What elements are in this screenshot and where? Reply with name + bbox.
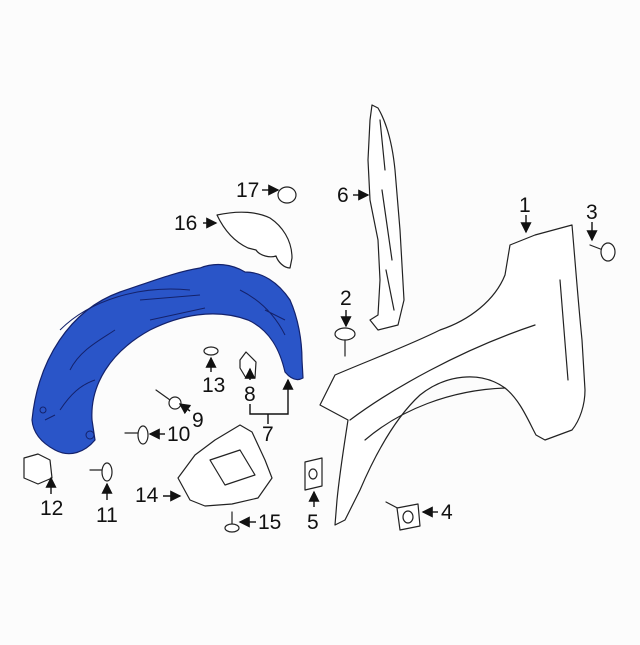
callout-13: 13 bbox=[202, 374, 226, 397]
retainer-part[interactable] bbox=[23, 453, 53, 485]
callout-8: 8 bbox=[244, 383, 256, 406]
pin-part[interactable] bbox=[124, 425, 149, 445]
leader-lines bbox=[45, 184, 598, 528]
retainer-clip-part[interactable] bbox=[277, 186, 297, 204]
clip-nut-part[interactable] bbox=[239, 351, 257, 379]
callout-2: 2 bbox=[340, 287, 352, 310]
splash-shield-bracket-part[interactable] bbox=[177, 424, 273, 507]
callout-16: 16 bbox=[174, 212, 198, 235]
push-pin-part[interactable] bbox=[224, 511, 240, 533]
callout-3: 3 bbox=[586, 201, 598, 224]
fender-bolt-rear-part[interactable] bbox=[589, 242, 616, 262]
bolt-part[interactable] bbox=[155, 389, 182, 410]
callout-12: 12 bbox=[40, 497, 64, 520]
insulator-part[interactable] bbox=[216, 211, 293, 269]
callout-1: 1 bbox=[519, 194, 531, 217]
pad-part[interactable] bbox=[304, 457, 323, 491]
fender-liner-part[interactable] bbox=[31, 263, 304, 455]
callout-5: 5 bbox=[307, 511, 319, 534]
callout-4: 4 bbox=[441, 501, 453, 524]
fender-bolt-part[interactable] bbox=[334, 327, 356, 357]
callout-11: 11 bbox=[96, 504, 118, 527]
callout-9: 9 bbox=[192, 409, 204, 432]
callout-7: 7 bbox=[262, 423, 274, 446]
callout-17: 17 bbox=[236, 179, 260, 202]
callout-6: 6 bbox=[337, 184, 349, 207]
pin-lower-part[interactable] bbox=[89, 462, 113, 482]
callout-15: 15 bbox=[258, 511, 282, 534]
callout-14: 14 bbox=[135, 484, 159, 507]
callout-10: 10 bbox=[167, 423, 191, 446]
fender-part[interactable] bbox=[319, 224, 586, 526]
lower-stud-part[interactable] bbox=[385, 501, 421, 531]
grommet-part[interactable] bbox=[203, 346, 219, 356]
